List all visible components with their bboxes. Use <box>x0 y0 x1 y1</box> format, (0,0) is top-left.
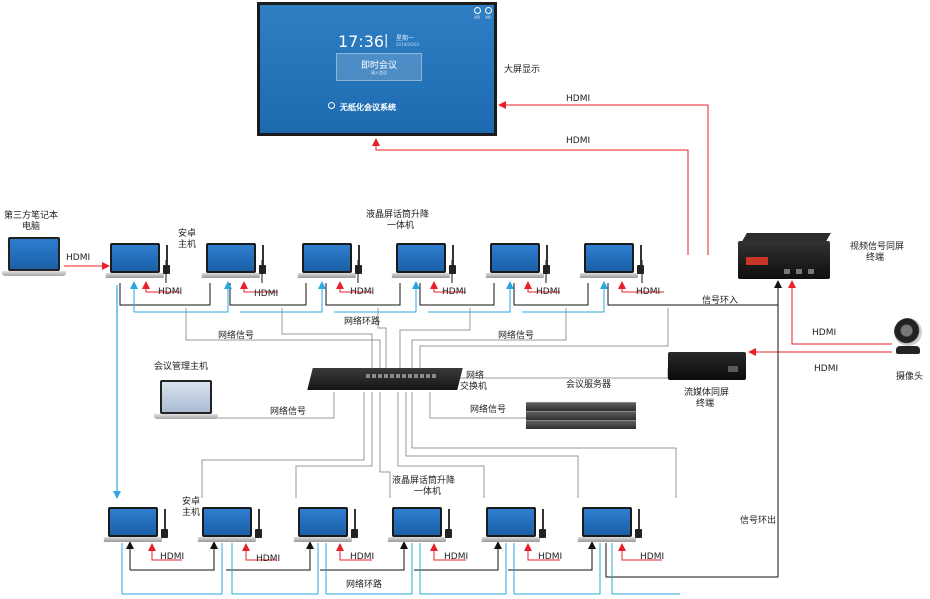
hdmi-label-top-5: HDMI <box>536 287 561 297</box>
hdmi-label-top-2: HDMI <box>254 289 279 299</box>
signal-out-label: 信号环出 <box>740 516 777 526</box>
streaming-line1: 流媒体同屏 <box>684 388 730 398</box>
signal-in-label: 信号环入 <box>702 296 739 306</box>
terminal-bottom-5 <box>481 507 546 551</box>
hdmi-label-top-6: HDMI <box>636 287 661 297</box>
streaming-terminal <box>668 352 746 380</box>
hdmi-label-top-1: HDMI <box>158 287 183 297</box>
settings-icon-label: 设置 <box>474 15 481 19</box>
network-signal-label-3: 网络信号 <box>270 407 307 417</box>
video-sync-line2: 终端 <box>866 253 885 263</box>
power-logo-icon <box>328 102 335 109</box>
android-host-bottom-line1: 安卓 <box>182 497 201 507</box>
lcd-unit-bottom-line1: 液晶屏话筒升降 <box>392 476 456 486</box>
hdmi-label-bottom-1: HDMI <box>160 552 185 562</box>
hdmi-label-top-3: HDMI <box>350 287 375 297</box>
hdmi-label-bottom-4: HDMI <box>444 552 469 562</box>
network-switch <box>307 364 463 392</box>
terminal-top-1 <box>105 243 170 287</box>
hdmi-label-bottom-3: HDMI <box>350 552 375 562</box>
hdmi-label-bottom-5: HDMI <box>538 552 563 562</box>
hdmi-label-laptop: HDMI <box>66 253 91 263</box>
video-sync-terminal <box>738 233 831 279</box>
mgmt-host-laptop <box>154 380 218 420</box>
android-host-bottom-line2: 主机 <box>182 508 201 518</box>
android-host-top-line2: 主机 <box>178 240 197 250</box>
screen-weekday: 星期一 <box>396 35 415 42</box>
screen-time: 17:36 <box>338 32 385 51</box>
terminal-top-4 <box>391 243 456 287</box>
terminal-bottom-2 <box>197 507 262 551</box>
camera-label: 摄像头 <box>896 372 924 382</box>
settings-icon <box>474 7 481 14</box>
network-loop-label-top: 网络环路 <box>344 317 381 327</box>
terminal-bottom-4 <box>387 507 452 551</box>
streaming-line2: 终端 <box>696 399 715 409</box>
network-signal-label-2: 网络信号 <box>498 331 535 341</box>
system-name: 无纸化会议系统 <box>340 103 396 112</box>
terminal-bottom-1 <box>103 507 168 551</box>
instant-meeting-label: 即时会议 <box>360 61 397 71</box>
hdmi-label-bottom-6: HDMI <box>640 552 665 562</box>
laptop-label-line1: 第三方笔记本 <box>4 211 59 221</box>
third-party-laptop <box>2 237 66 277</box>
lcd-unit-top-line2: 一体机 <box>387 221 415 231</box>
hdmi-label-top-4: HDMI <box>442 287 467 297</box>
network-signal-label-1: 网络信号 <box>218 331 255 341</box>
screen-time-separator: | <box>384 33 389 48</box>
network-signal-label-4: 网络信号 <box>470 405 507 415</box>
hdmi-label-screen-2: HDMI <box>566 136 591 146</box>
big-screen-label: 大屏显示 <box>504 65 541 75</box>
instant-meeting-sub: 请入会议 <box>371 70 387 75</box>
android-host-top-line1: 安卓 <box>178 229 197 239</box>
conference-server-label: 会议服务器 <box>566 380 612 390</box>
conference-server <box>526 402 636 429</box>
switch-line2: 交换机 <box>460 382 488 392</box>
power-icon <box>485 7 492 14</box>
terminal-top-6 <box>579 243 644 287</box>
network-loop-label-bottom: 网络环路 <box>346 580 383 590</box>
laptop-label-line2: 电脑 <box>22 222 41 232</box>
hdmi-label-screen-1: HDMI <box>566 94 591 104</box>
terminal-bottom-3 <box>293 507 358 551</box>
terminal-top-3 <box>297 243 362 287</box>
terminal-top-5 <box>485 243 550 287</box>
hdmi-label-bottom-2: HDMI <box>256 554 281 564</box>
screen-date: 2019/06/03 <box>396 42 420 47</box>
power-icon-label: 关机 <box>485 15 492 19</box>
camera <box>892 318 924 358</box>
hdmi-label-camera-1: HDMI <box>812 328 837 338</box>
terminal-bottom-6 <box>577 507 642 551</box>
hdmi-label-camera-2: HDMI <box>814 364 839 374</box>
terminal-top-2 <box>201 243 266 287</box>
big-screen-display: 设置 关机 17:36 | 星期一 2019/06/03 即时会议 请入会议 无… <box>257 2 497 136</box>
switch-line1: 网络 <box>466 371 485 381</box>
video-sync-line1: 视频信号同屏 <box>850 242 905 252</box>
mgmt-host-label: 会议管理主机 <box>154 362 209 372</box>
lcd-unit-bottom-line2: 一体机 <box>414 487 442 497</box>
lcd-unit-top-line1: 液晶屏话筒升降 <box>366 210 430 220</box>
instant-meeting-button[interactable]: 即时会议 请入会议 <box>336 53 422 81</box>
